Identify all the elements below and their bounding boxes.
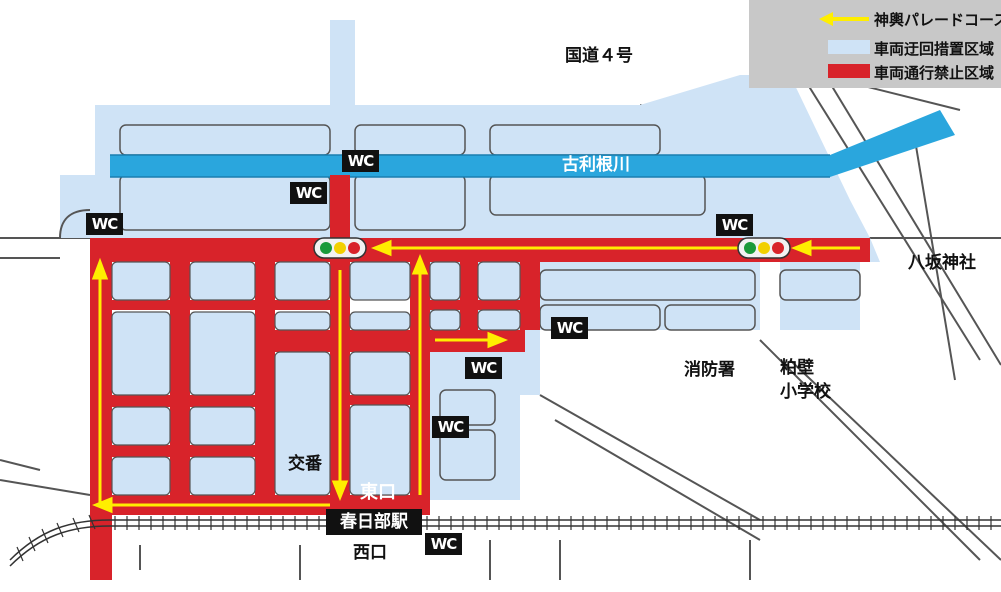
no-traffic-swatch <box>828 64 870 78</box>
school-label-line2: 小学校 <box>780 382 831 402</box>
legend-no-traffic-label: 車両通行禁止区域 <box>874 64 995 82</box>
wc-marker: WC <box>342 150 379 172</box>
route4-label: 国道４号 <box>565 46 633 66</box>
wc-marker: WC <box>551 317 588 339</box>
fire-station-label: 消防署 <box>684 360 735 380</box>
school-label-line1: 粕壁 <box>780 358 814 378</box>
wc-marker: WC <box>290 182 327 204</box>
wc-marker: WC <box>425 533 462 555</box>
arrow-left-icon <box>819 12 869 26</box>
east-exit-label: 東口 <box>360 482 396 503</box>
river-label: 古利根川 <box>562 155 630 175</box>
rail-tie <box>28 536 36 552</box>
rail-tie <box>88 514 96 530</box>
traffic-light-east <box>737 237 791 259</box>
police-box-label: 交番 <box>288 454 322 474</box>
legend-detour-label: 車両迂回措置区域 <box>874 40 995 58</box>
railway <box>9 514 1001 567</box>
legend-parade-label: 神輿パレードコース <box>874 10 1001 29</box>
station-label: 春日部駅 <box>326 509 422 535</box>
shrine-label: 八坂神社 <box>908 253 976 273</box>
city-blocks <box>111 261 521 496</box>
wc-marker: WC <box>86 213 123 235</box>
rail-tie <box>41 528 49 544</box>
rail-tie <box>72 517 80 533</box>
rail-tie <box>56 522 64 538</box>
river <box>110 110 955 178</box>
rail-tie <box>16 546 24 562</box>
wc-marker: WC <box>432 416 469 438</box>
legend: 神輿パレードコース 車両迂回措置区域 車両通行禁止区域 <box>749 0 1001 88</box>
parade-route <box>91 239 860 514</box>
wc-marker: WC <box>465 357 502 379</box>
wc-marker: WC <box>716 214 753 236</box>
traffic-light-west <box>313 237 367 259</box>
detour-swatch <box>828 40 870 54</box>
west-exit-label: 西口 <box>353 543 387 563</box>
